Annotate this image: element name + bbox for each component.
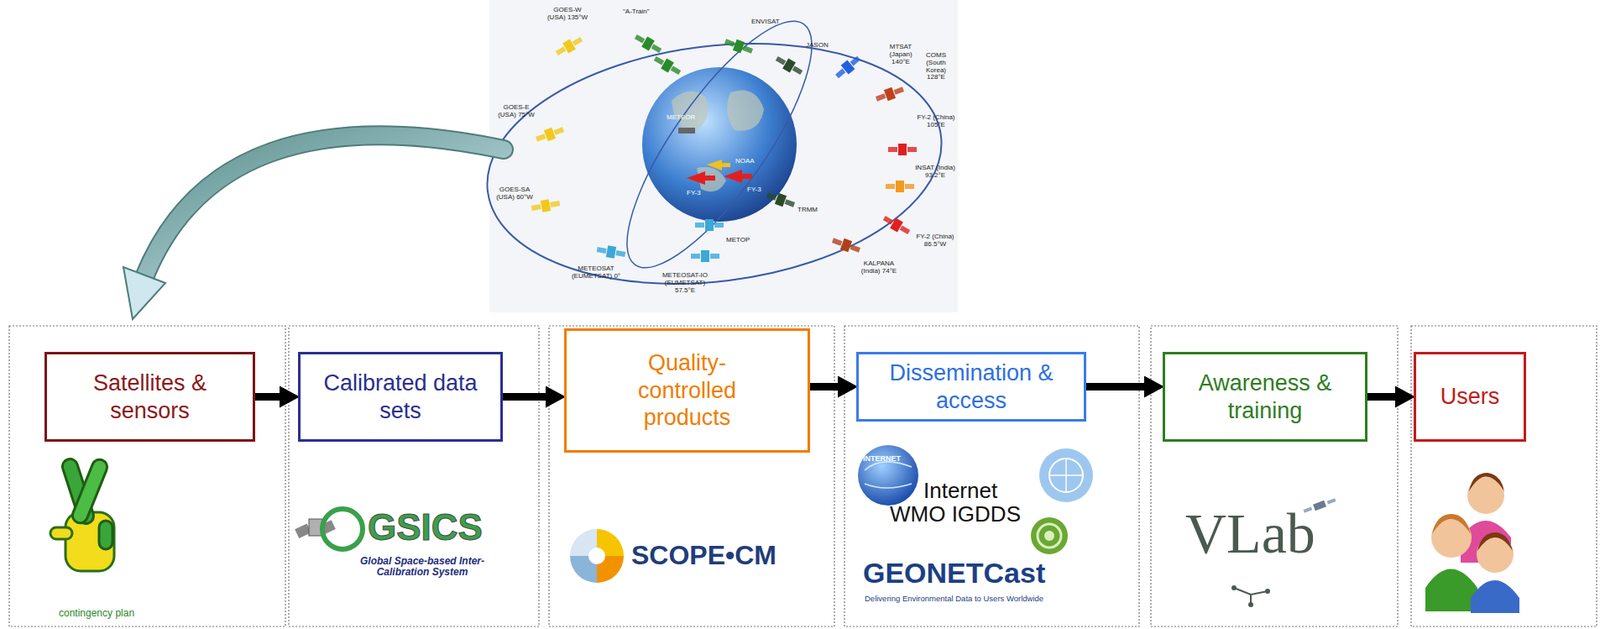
satellite-label: METEOR	[666, 114, 696, 122]
scope-cm-logo	[569, 528, 624, 583]
satellite-label: FY-3	[747, 186, 762, 194]
flow-arrow	[1367, 392, 1402, 401]
panel-frames	[9, 325, 1597, 627]
satellite-icon	[632, 31, 664, 56]
logo-text: contingency plan	[58, 607, 135, 619]
logo-text: VLab	[1185, 501, 1316, 565]
satellite-label: ENVISAT	[751, 18, 780, 27]
satellite-label: METOP	[726, 236, 750, 245]
process-box: Dissemination & access	[856, 351, 1087, 422]
satellite-icon	[832, 53, 863, 82]
satellite-label: GOES-E (USA) 75°W	[496, 104, 536, 120]
logo-text: Delivering Environmental Data to Users W…	[864, 594, 1044, 603]
satellite-icon	[695, 219, 724, 231]
satellite-icon	[554, 33, 585, 58]
box-label: Calibrated data sets	[316, 369, 485, 424]
satellite-label: TRMM	[797, 206, 818, 215]
satellite-label: FY-2 (China) 86.5°W	[915, 233, 956, 249]
satellite-label: GOES-W (USA) 135°W	[545, 6, 590, 22]
satellite-icon	[885, 180, 915, 193]
satellite-label: METEOSAT (EUMETSAT) 0°	[570, 265, 622, 281]
satellite-icon	[765, 189, 797, 211]
dissemination-logos	[857, 444, 1093, 555]
satellite-icon	[831, 235, 863, 257]
satellite-icon	[874, 83, 906, 105]
process-box: Awareness & training	[1162, 351, 1368, 442]
satellite-label: MTSAT (Japan) 140°E	[879, 43, 922, 66]
logo-text: SCOPE•CM	[631, 540, 777, 570]
flow-arrow	[1086, 382, 1151, 391]
flow-arrow	[255, 392, 287, 401]
satellite-label: FY-2 (China) 105°E	[916, 114, 956, 130]
satellite-label: "A-Train"	[622, 8, 650, 16]
box-label: Quality-controlled products	[616, 349, 759, 431]
logo-text: INTERNET	[862, 454, 901, 464]
box-label: Users	[1423, 382, 1517, 410]
satellite-label: KALPANA (India) 74°E	[857, 260, 900, 276]
satellite-icons	[530, 31, 917, 262]
box-label: Dissemination & access	[866, 359, 1077, 414]
satellite-icon	[534, 124, 566, 146]
logo-text: WMO IGDDS	[889, 501, 1021, 527]
process-box: Calibrated data sets	[298, 351, 503, 442]
satellite-icon	[881, 212, 912, 237]
process-box: Users	[1413, 351, 1527, 442]
curved-arrow	[123, 135, 504, 319]
logo-text: Internet	[923, 478, 998, 503]
satellite-label: COMS (South Korea) 128°E	[916, 52, 956, 82]
satellite-icon	[530, 197, 561, 215]
box-label: Awareness & training	[1181, 369, 1350, 424]
satellite-label: METEOSAT-IO (EUMETSAT) 57.5°E	[658, 271, 712, 294]
box-label: Satellites & sensors	[66, 369, 235, 424]
satellite-label: NOAA	[735, 157, 755, 166]
satellite-icon	[596, 243, 627, 261]
satellite-label: GOES-SA (USA) 60°W	[495, 186, 534, 202]
satellite-label: FY-3	[686, 189, 701, 198]
satellite-icon	[723, 36, 755, 58]
gsics-icon	[294, 508, 363, 550]
crossed-fingers-icon	[50, 456, 115, 571]
satellite-icon	[888, 143, 917, 156]
process-box: Quality-controlled products	[564, 328, 811, 453]
satellite-icon	[652, 52, 683, 78]
satellite-icon	[690, 250, 720, 262]
flow-arrow	[502, 392, 553, 401]
flow-arrow	[810, 382, 845, 391]
satellite-label: JASON	[805, 41, 829, 50]
satellite-constellation	[473, 0, 958, 313]
logo-text: GSICS	[367, 507, 483, 548]
logo-text: Global Space-based Inter-Calibration Sys…	[334, 555, 511, 578]
satellite-icon	[773, 52, 805, 78]
users-icon	[1425, 472, 1520, 613]
process-box: Satellites & sensors	[44, 351, 256, 442]
logo-text: GEONETCast	[862, 557, 1046, 589]
satellite-label: INSAT (India) 93.2°E	[915, 164, 956, 180]
